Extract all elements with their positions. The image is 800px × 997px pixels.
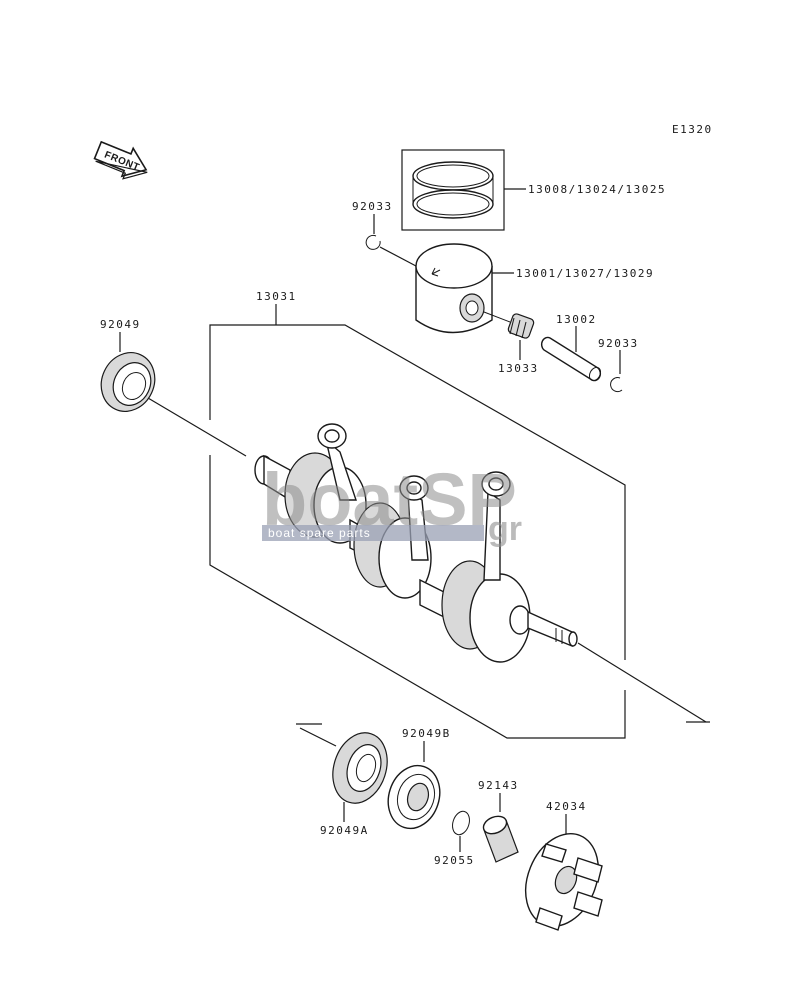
label-13031: 13031 <box>256 290 297 303</box>
label-92033-a: 92033 <box>352 200 393 213</box>
watermark-suffix: gr <box>488 510 522 548</box>
ball-bearing <box>387 764 441 830</box>
label-13033: 13033 <box>498 362 539 375</box>
watermark-logo: boatSP gr boat spare parts <box>262 458 522 548</box>
piston <box>415 243 493 334</box>
watermark-tagline: boat spare parts <box>268 526 371 540</box>
crankshaft <box>254 423 578 663</box>
diagram-code: E1320 <box>672 123 713 136</box>
label-92033-b: 92033 <box>598 337 639 350</box>
needle-bearing <box>483 311 535 339</box>
label-92143: 92143 <box>478 779 519 792</box>
label-13001: 13001/13027/13029 <box>516 267 654 280</box>
label-13002: 13002 <box>556 313 597 326</box>
oil-seal-a <box>332 732 388 804</box>
label-92049a: 92049A <box>320 824 369 837</box>
ring-small-icon <box>452 810 470 836</box>
piston-rings <box>401 149 505 231</box>
collar <box>482 815 519 863</box>
label-42034: 42034 <box>546 800 587 813</box>
label-92049b: 92049B <box>402 727 451 740</box>
oil-seal-left <box>100 352 156 412</box>
coupling <box>525 833 603 931</box>
piston-pin <box>540 336 602 382</box>
label-92049: 92049 <box>100 318 141 331</box>
label-13008: 13008/13024/13025 <box>528 183 666 196</box>
circlip-icon <box>610 377 623 393</box>
front-arrow-icon: FRONT <box>93 140 148 180</box>
label-92055: 92055 <box>434 854 475 867</box>
circlip-icon <box>365 234 381 250</box>
